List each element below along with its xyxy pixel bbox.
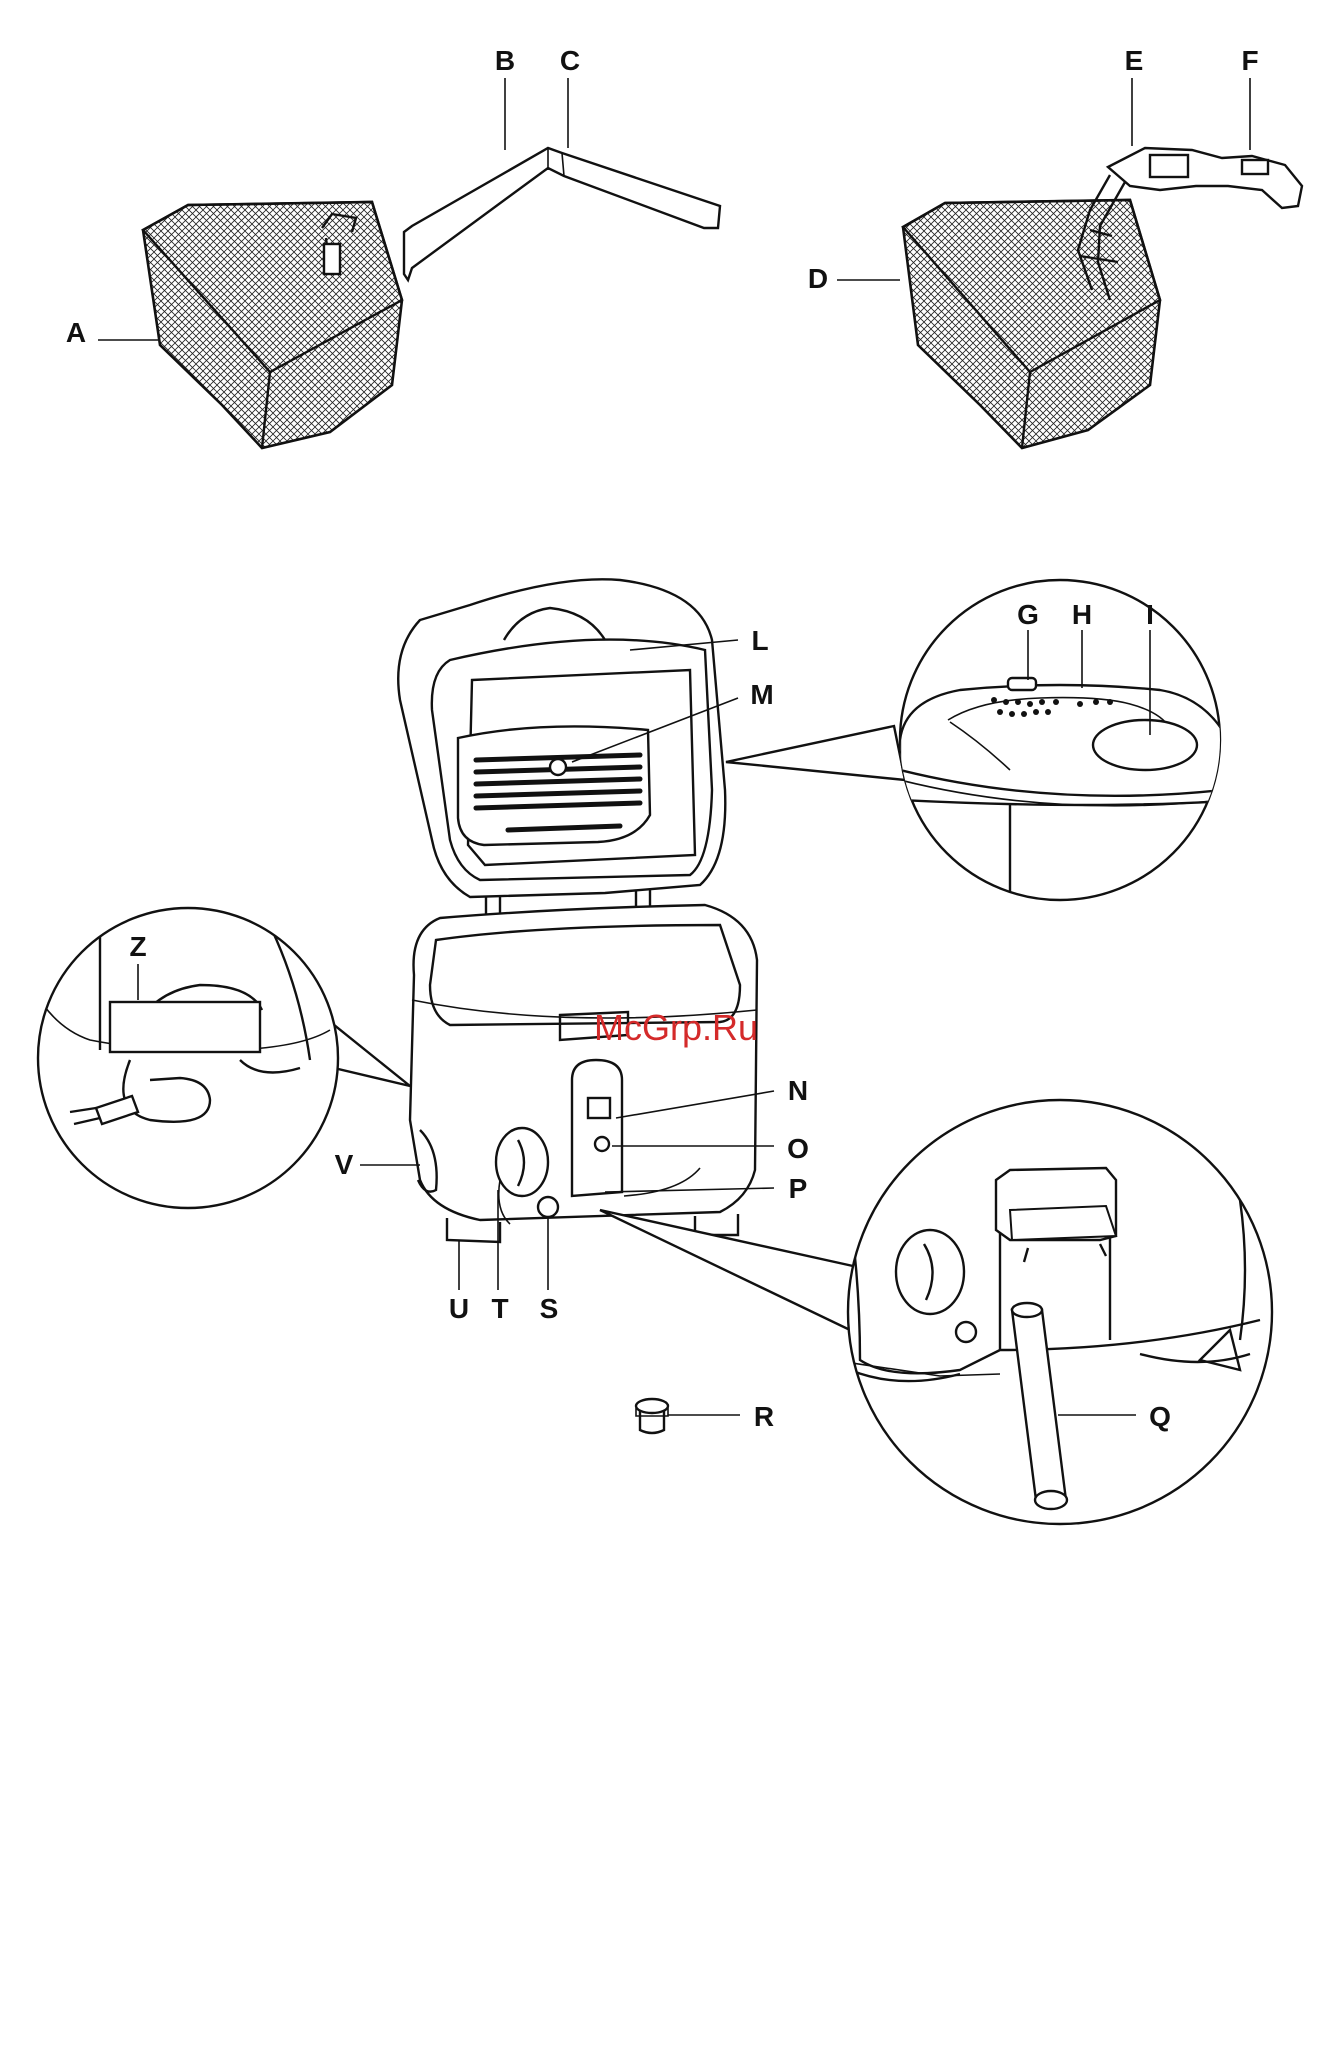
label-d: D — [808, 263, 828, 294]
label-t: T — [491, 1293, 508, 1324]
label-g: G — [1017, 599, 1039, 630]
thermostat-knob-detail — [896, 1230, 964, 1314]
label-z: Z — [129, 931, 146, 962]
label-p: P — [789, 1173, 808, 1204]
handle-rod-bc — [404, 148, 720, 280]
fryer-main — [398, 579, 757, 1242]
label-v: V — [335, 1149, 354, 1180]
viewing-window — [1093, 720, 1197, 770]
basket-a — [143, 202, 402, 448]
power-switch — [588, 1098, 610, 1118]
label-l: L — [751, 625, 768, 656]
label-b: B — [495, 45, 515, 76]
basket-d — [903, 200, 1160, 448]
label-u: U — [449, 1293, 469, 1324]
watermark: McGrp.Ru — [594, 1007, 758, 1048]
filter-center — [550, 759, 566, 775]
label-m: M — [750, 679, 773, 710]
label-n: N — [788, 1075, 808, 1106]
control-panel — [572, 1060, 622, 1196]
lid-detail-callout — [726, 580, 1240, 900]
cord-storage-callout — [38, 908, 410, 1208]
lid-release-button — [1008, 678, 1036, 690]
indicator-light — [595, 1137, 609, 1151]
drain-cap — [636, 1399, 668, 1433]
reset-button — [538, 1197, 558, 1217]
label-f: F — [1241, 45, 1258, 76]
label-i: I — [1146, 599, 1154, 630]
label-r: R — [754, 1401, 774, 1432]
label-e: E — [1125, 45, 1144, 76]
label-q: Q — [1149, 1401, 1171, 1432]
label-h: H — [1072, 599, 1092, 630]
label-a: A — [66, 317, 86, 348]
label-o: O — [787, 1133, 809, 1164]
reset-button-detail — [956, 1322, 976, 1342]
label-c: C — [560, 45, 580, 76]
label-s: S — [540, 1293, 559, 1324]
cord-storage-compartment — [110, 1002, 260, 1052]
thermostat-knob — [496, 1128, 548, 1196]
